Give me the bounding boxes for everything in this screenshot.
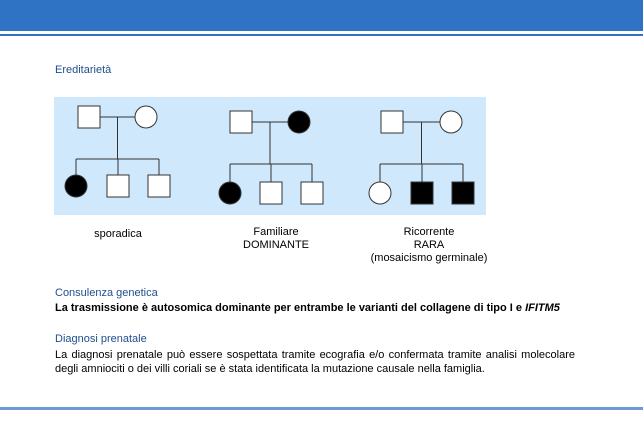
caption-line: sporadica <box>94 228 142 240</box>
pedigree-2-mother-female-affected <box>287 110 311 134</box>
pedigree-1-father-male-unaffected <box>77 105 101 129</box>
caption-line: Ricorrente <box>403 226 455 238</box>
pedigree-caption-2: Familiare DOMINANTE <box>243 226 309 252</box>
caption-line: RARA <box>413 239 445 251</box>
caption-line: Familiare <box>253 226 299 238</box>
pedigree-3-child-1-female-unaffected <box>368 181 392 205</box>
pedigree-1-child-3-male-unaffected <box>147 174 171 198</box>
pedigree-caption-1: sporadica <box>94 228 142 241</box>
pedigree-3-child-2-male-affected <box>410 181 434 205</box>
header-rule <box>0 34 643 36</box>
pedigree-2-child-3-male-unaffected <box>300 181 324 205</box>
counseling-text: La trasmissione è autosomica dominante p… <box>55 302 585 314</box>
caption-line: (mosaicismo germinale) <box>370 252 488 264</box>
pedigree-1-mother-female-unaffected <box>134 105 158 129</box>
pedigree-1-child-1-female-affected <box>64 174 88 198</box>
pedigree-caption-3: Ricorrente RARA (mosaicismo germinale) <box>371 226 488 265</box>
pedigree-panel <box>54 97 486 215</box>
counseling-gene: IFITM5 <box>525 302 560 314</box>
pedigree-2-father-male-unaffected <box>229 110 253 134</box>
header-band <box>0 0 643 31</box>
footer-rule <box>0 407 643 410</box>
counseling-heading: Consulenza genetica <box>55 287 158 299</box>
inheritance-heading: Ereditarietà <box>55 64 112 76</box>
pedigree-3-father-male-unaffected <box>380 110 404 134</box>
pedigree-diagrams <box>64 105 475 205</box>
pedigree-2-child-1-female-affected <box>218 181 242 205</box>
caption-line: DOMINANTE <box>243 239 309 251</box>
counseling-text-main: La trasmissione è autosomica dominante p… <box>55 302 526 314</box>
prenatal-text: La diagnosi prenatale può essere sospett… <box>55 349 575 375</box>
prenatal-heading: Diagnosi prenatale <box>55 333 147 345</box>
pedigree-3-child-3-male-affected <box>451 181 475 205</box>
pedigree-3-mother-female-unaffected <box>439 110 463 134</box>
pedigree-2-child-2-male-unaffected <box>259 181 283 205</box>
pedigree-1-child-2-male-unaffected <box>106 174 130 198</box>
